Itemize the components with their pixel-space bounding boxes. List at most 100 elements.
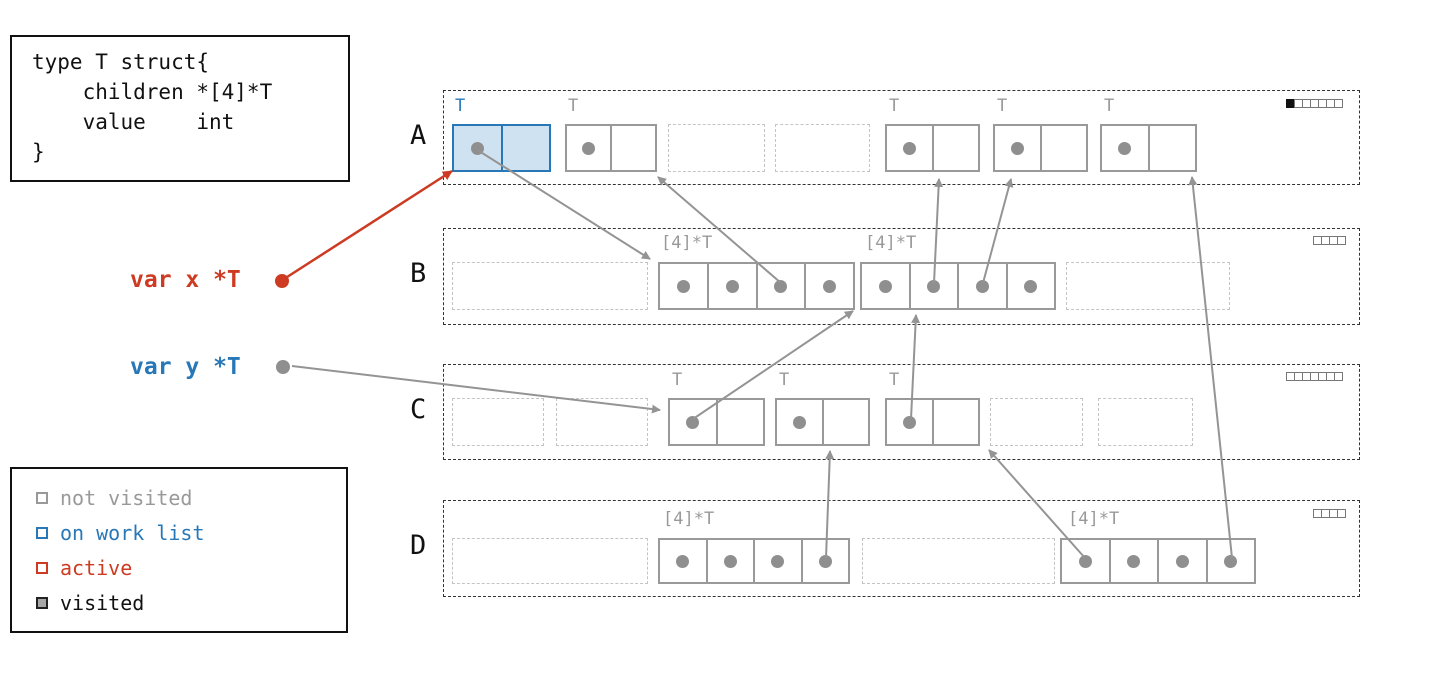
span-d-label: D: [410, 530, 427, 561]
heap-object-c3: [668, 398, 765, 446]
free-slot: [668, 124, 765, 172]
var-x-label: var x *T: [130, 267, 241, 293]
free-slot: [556, 398, 648, 446]
heap-array-b3: [860, 262, 1056, 310]
span-c-allocation-meter: [1286, 372, 1343, 381]
pointer-slot: [706, 264, 756, 308]
object-type-label: T: [889, 96, 900, 116]
meter-segment: [1337, 236, 1346, 245]
span-a-allocation-meter: [1286, 99, 1343, 108]
pointer-slot: [1108, 540, 1158, 582]
pointer-dot: [1024, 279, 1038, 293]
legend-label-on-work-list: on work list: [60, 520, 205, 545]
pointer-dot: [582, 141, 595, 155]
pointer-slot: [1157, 540, 1206, 582]
value-slot: [931, 126, 979, 170]
pointer-dot: [676, 279, 690, 293]
value-slot: [821, 400, 869, 444]
object-type-label: [4]*T: [1068, 509, 1120, 529]
type-definition-box: type T struct{ children *[4]*T value int…: [10, 35, 350, 182]
object-type-label: T: [672, 370, 683, 390]
pointer-dot: [1224, 554, 1238, 568]
free-slot: [1066, 262, 1230, 310]
heap-object-a5: [885, 124, 980, 172]
pointer-dot: [975, 279, 989, 293]
span-c-label: C: [410, 394, 427, 425]
value-slot: [1147, 126, 1196, 170]
pointer-dot: [686, 415, 700, 429]
free-slot: [775, 124, 870, 172]
heap-object-a6: [993, 124, 1088, 172]
span-b-label: B: [410, 258, 427, 289]
active-swatch-icon: [36, 561, 48, 574]
value-slot: [610, 126, 655, 170]
pointer-dot: [723, 554, 737, 568]
object-type-label: [4]*T: [663, 509, 715, 529]
pointer-dot: [1175, 554, 1189, 568]
pointer-slot: [804, 264, 853, 308]
pointer-slot: [908, 264, 958, 308]
legend-box: not visited on work list active visited: [10, 467, 348, 633]
value-slot: [1039, 126, 1087, 170]
span-b-allocation-meter: [1313, 236, 1346, 245]
object-type-label: T: [1104, 96, 1115, 116]
pointer-dot: [1127, 554, 1141, 568]
pointer-slot: [660, 540, 706, 582]
pointer-dot: [1010, 141, 1024, 155]
heap-object-a1-on-work-list: [452, 124, 551, 172]
meter-segment: [1334, 99, 1343, 108]
object-type-label: T: [997, 96, 1008, 116]
free-slot: [452, 262, 648, 310]
pointer-slot: [777, 400, 822, 444]
pointer-slot: [862, 264, 909, 308]
span-a-label: A: [410, 120, 427, 151]
heap-object-c4: [775, 398, 870, 446]
var-x-pointer-dot: [275, 274, 289, 288]
pointer-slot: [1102, 126, 1148, 170]
var-y-label: var y *T: [130, 354, 241, 380]
pointer-slot: [753, 540, 801, 582]
legend-item-on-work-list: on work list: [36, 521, 346, 545]
pointer-slot: [454, 126, 501, 170]
on-work-list-swatch-icon: [36, 526, 48, 539]
heap-array-b2: [658, 262, 855, 310]
var-y-pointer-dot: [276, 360, 290, 374]
pointer-dot: [774, 279, 788, 293]
pointer-slot: [660, 264, 707, 308]
span-d-allocation-meter: [1313, 509, 1346, 518]
heap-object-a7: [1100, 124, 1197, 172]
pointer-dot: [927, 279, 941, 293]
value-slot: [931, 400, 979, 444]
legend-label-visited: visited: [60, 590, 145, 615]
pointer-slot: [567, 126, 610, 170]
legend-item-not-visited: not visited: [36, 486, 346, 510]
object-type-label: T: [779, 370, 790, 390]
legend-label-not-visited: not visited: [60, 485, 193, 510]
object-type-label: T: [889, 370, 900, 390]
pointer-dot: [1078, 554, 1092, 568]
object-type-label: [4]*T: [865, 233, 917, 253]
value-slot: [500, 126, 550, 170]
value-slot: [715, 400, 764, 444]
heap-array-d4: [1060, 538, 1256, 584]
pointer-slot: [957, 264, 1006, 308]
pointer-slot: [1062, 540, 1109, 582]
meter-segment: [1334, 372, 1343, 381]
pointer-slot: [887, 126, 932, 170]
free-slot: [452, 398, 544, 446]
type-definition-code: type T struct{ children *[4]*T value int…: [32, 50, 273, 164]
arrow-var-x-to-a1: [283, 169, 453, 281]
pointer-dot: [902, 415, 916, 429]
pointer-dot: [470, 141, 484, 155]
free-slot: [452, 538, 648, 584]
pointer-slot: [800, 540, 849, 582]
pointer-slot: [670, 400, 716, 444]
pointer-dot: [676, 554, 690, 568]
legend-item-active: active: [36, 556, 346, 580]
pointer-slot: [995, 126, 1040, 170]
pointer-slot: [755, 264, 805, 308]
meter-segment: [1337, 509, 1346, 518]
pointer-slot: [1005, 264, 1055, 308]
legend-item-visited: visited: [36, 591, 346, 615]
